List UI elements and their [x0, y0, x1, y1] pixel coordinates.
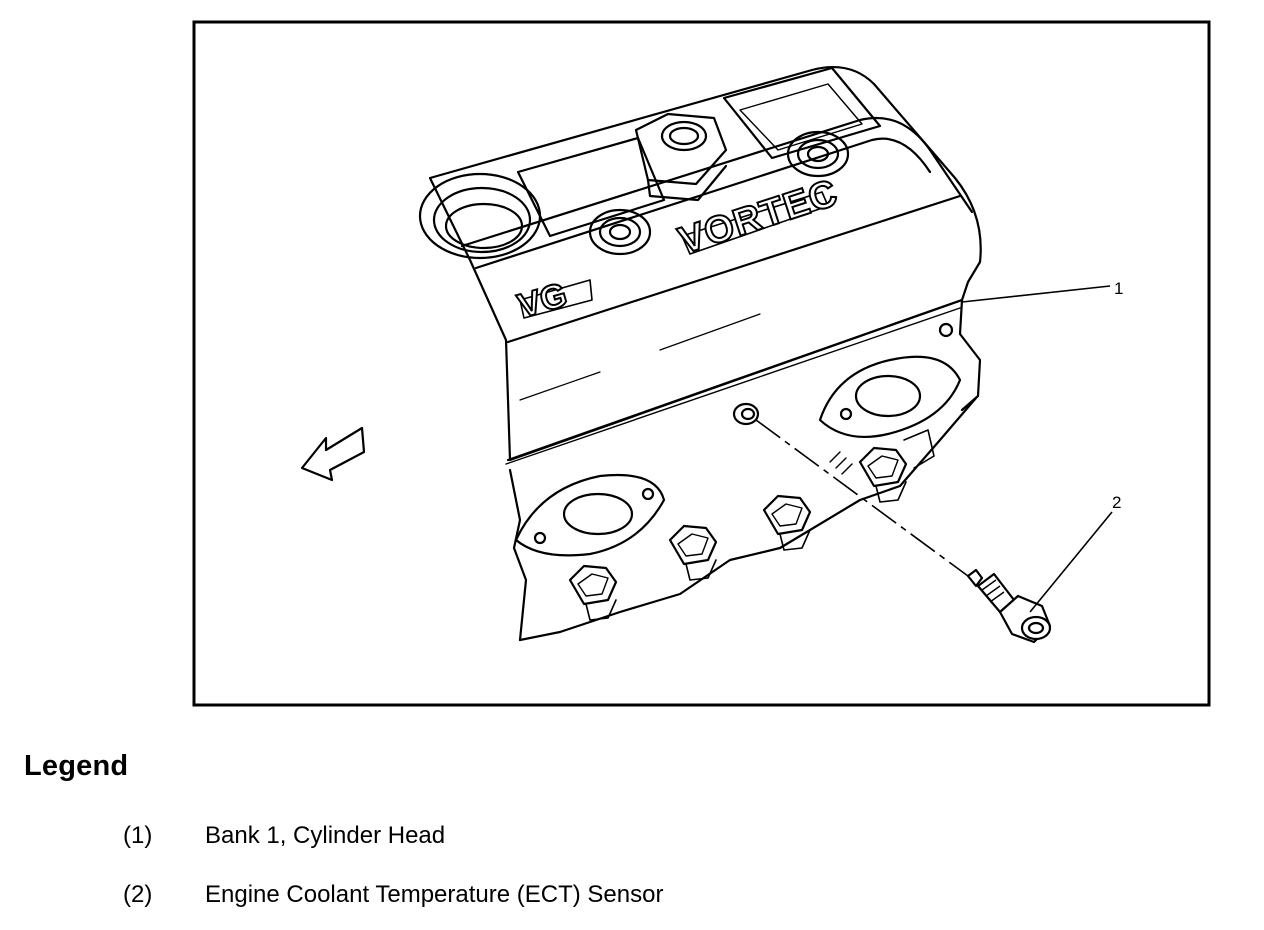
legend-item-label: Bank 1, Cylinder Head — [205, 822, 446, 849]
legend-item-2: (2) Engine Coolant Temperature (ECT) Sens… — [123, 881, 663, 909]
engine-diagram: VORTEC VG — [192, 20, 1211, 707]
svg-text:VG: VG — [514, 276, 572, 326]
exhaust-side — [508, 298, 982, 642]
ect-sensor — [966, 568, 1052, 644]
legend-heading: Legend — [24, 750, 129, 782]
figure-frame — [192, 20, 1211, 707]
sensor-install-line — [755, 419, 969, 577]
front-direction-arrow — [300, 426, 366, 482]
legend-item-label: Engine Coolant Temperature (ECT) Sensor — [205, 881, 664, 908]
leader-line-2 — [1029, 511, 1113, 613]
callout-1: 1 — [1114, 279, 1123, 298]
callout-2: 2 — [1112, 493, 1121, 512]
svg-text:VORTEC: VORTEC — [674, 172, 843, 263]
legend-item-number: (2) — [123, 881, 153, 908]
leader-line-1 — [961, 285, 1111, 303]
cylinder-head-drawing — [418, 66, 982, 465]
legend-item-number: (1) — [123, 822, 153, 849]
legend-item-1: (1) Bank 1, Cylinder Head — [123, 822, 445, 850]
